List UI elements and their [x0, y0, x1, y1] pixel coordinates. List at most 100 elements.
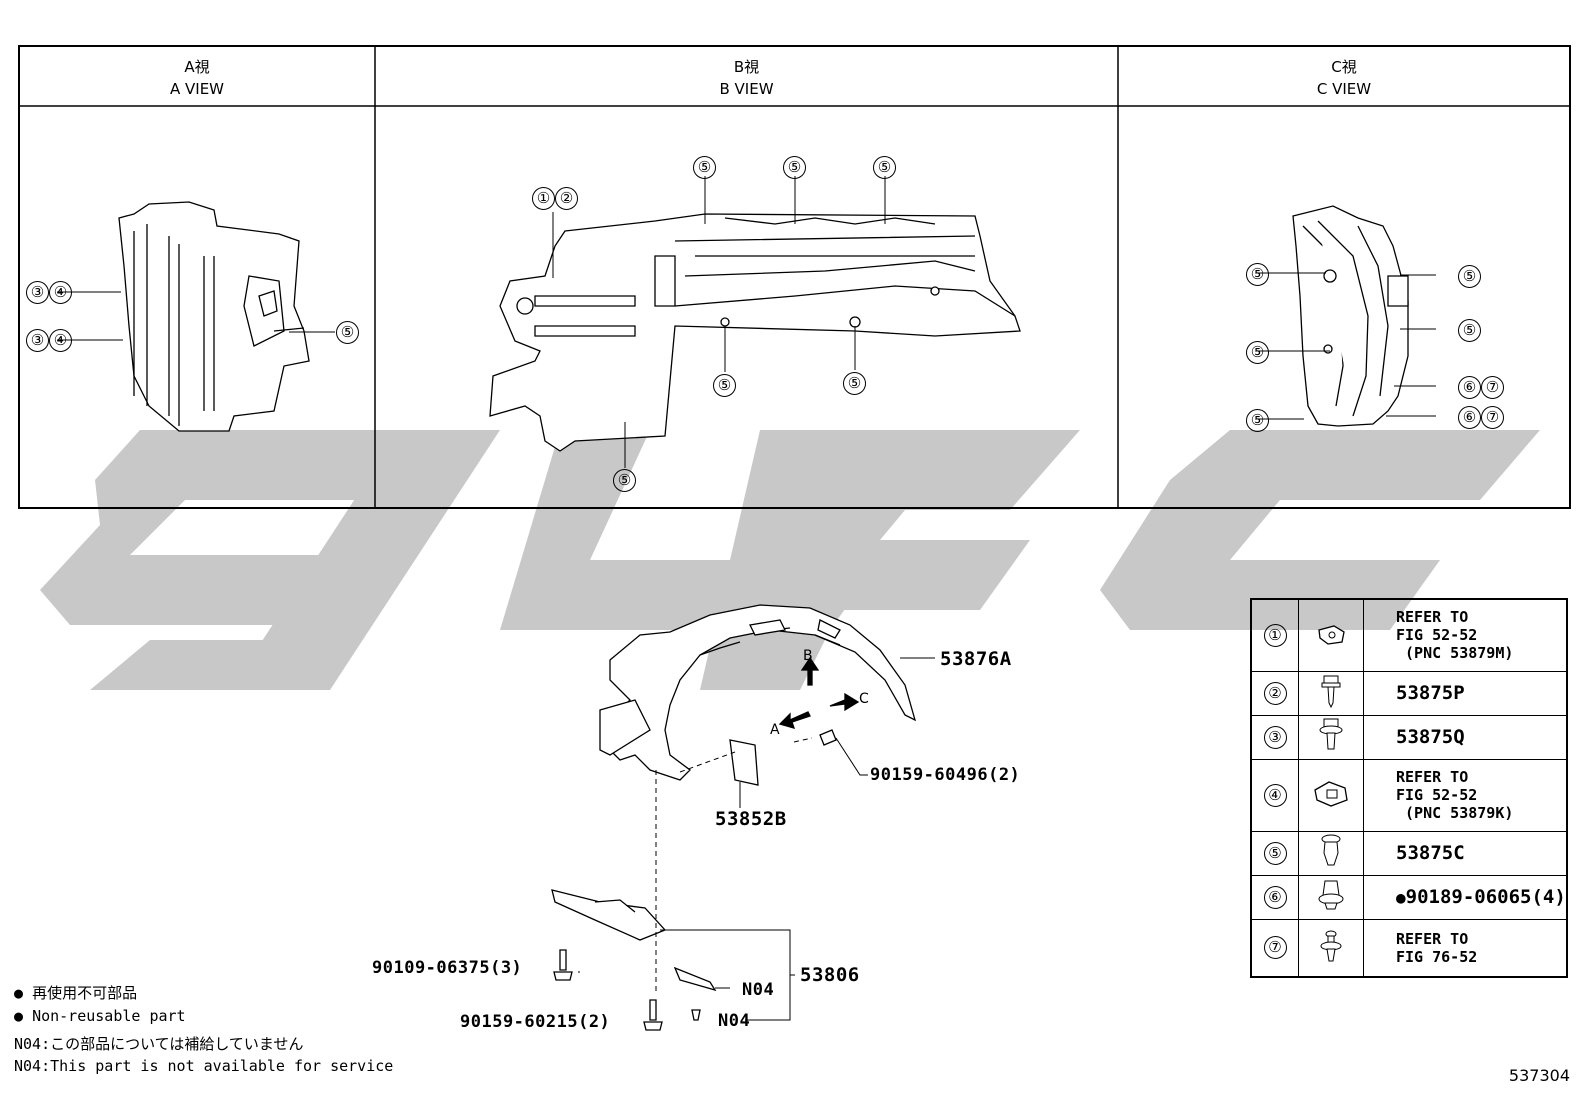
view-c-callout-5-right-1: ⑤ [1458, 265, 1481, 288]
view-a-callout-5: ⑤ [336, 321, 359, 344]
view-b-callout-5-mid-1: ⑤ [713, 374, 736, 397]
view-c-callout-5-left-1: ⑤ [1246, 263, 1269, 286]
callout-1: ① [532, 187, 555, 210]
fastener-legend-table: ① REFER TO FIG 52-52 (PNC 53879M) ② 53875P ③… [1250, 598, 1568, 978]
view-b-callout-5-top-2: ⑤ [783, 156, 806, 179]
part-code-liner: 53876A [940, 648, 1012, 670]
legend-text: REFER TO FIG 52-52 (PNC 53879K) [1363, 758, 1568, 832]
callout-5: ⑤ [873, 156, 896, 179]
part-code-screw-upper: 90159-60496(2) [870, 765, 1021, 785]
legend-text: 53875C [1363, 830, 1568, 876]
grommet-clip-icon [1319, 930, 1343, 968]
legend-icon-cell [1298, 758, 1364, 832]
legend-text: ●90189-06065(4) [1363, 874, 1568, 920]
view-b-callout-5-top-3: ⑤ [873, 156, 896, 179]
legend-number: ① [1250, 598, 1299, 672]
push-clip-icon [1318, 834, 1344, 873]
legend-number-circle: ⑥ [1263, 885, 1287, 909]
figure-id: 537304 [1508, 1066, 1570, 1085]
view-b-en: B VIEW [719, 80, 774, 98]
arrow-label-b: B [803, 648, 813, 664]
legend-number-circle: ③ [1263, 725, 1287, 749]
callout-2: ② [555, 187, 578, 210]
note-text: 再使用不可部品 [32, 984, 138, 1002]
nut-clip-icon [1311, 781, 1351, 814]
callout-5: ⑤ [843, 372, 866, 395]
callout-3: ③ [26, 329, 49, 352]
legend-text: 53875P [1363, 670, 1568, 716]
note-non-reusable-en: ● Non-reusable part [14, 1007, 186, 1025]
note-n04-jp: N04:この部品については補給していません [14, 1035, 304, 1053]
legend-text-value: 53875P [1396, 682, 1465, 704]
part-code-n04-a: N04 [742, 980, 775, 1000]
legend-row: ① REFER TO FIG 52-52 (PNC 53879M) [1250, 598, 1568, 672]
callout-5: ⑤ [613, 469, 636, 492]
main-assembly-drawing [551, 604, 935, 1031]
legend-number-circle: ② [1263, 681, 1287, 705]
legend-number: ② [1250, 670, 1299, 716]
callout-3: ③ [26, 281, 49, 304]
view-a-drawing [57, 201, 335, 432]
legend-row: ③ 53875Q [1250, 714, 1568, 760]
non-reusable-marker: ● [1396, 887, 1406, 907]
note-n04-en: N04:This part is not available for servi… [14, 1057, 394, 1075]
legend-text-value: 90189-06065(4) [1405, 885, 1566, 908]
view-b-jp: B視 [733, 58, 760, 76]
view-c-header: C視 C VIEW [1118, 56, 1570, 100]
view-c-en: C VIEW [1316, 80, 1372, 98]
part-code-seal: 53852B [715, 808, 787, 830]
legend-number: ③ [1250, 714, 1299, 760]
part-code-bolt-lower: 90159-60215(2) [460, 1012, 611, 1032]
callout-5: ⑤ [713, 374, 736, 397]
legend-text: REFER TO FIG 76-52 [1363, 918, 1568, 978]
part-code-shield: 53806 [800, 964, 860, 986]
legend-icon-cell [1298, 874, 1364, 920]
legend-text: 53875Q [1363, 714, 1568, 760]
callout-6: ⑥ [1458, 376, 1481, 399]
arrow-label-a: A [770, 722, 780, 738]
callout-4: ④ [49, 281, 72, 304]
view-a-header: A視 A VIEW [19, 56, 375, 100]
callout-5: ⑤ [1246, 341, 1269, 364]
legend-text-value: REFER TO FIG 52-52 (PNC 53879M) [1396, 608, 1514, 663]
view-b-callout-5-mid-2: ⑤ [843, 372, 866, 395]
views-frame [18, 45, 1571, 509]
legend-icon-cell [1298, 830, 1364, 876]
rivet-clip-icon [1317, 880, 1345, 917]
callout-5: ⑤ [1246, 409, 1269, 432]
screw-icon [1319, 675, 1343, 713]
view-b-callout-5-bottom: ⑤ [613, 469, 636, 492]
legend-text-value: 53875Q [1396, 726, 1465, 748]
note-non-reusable-jp: ● 再使用不可部品 [14, 982, 137, 1003]
callout-5: ⑤ [1246, 263, 1269, 286]
callout-5: ⑤ [336, 321, 359, 344]
view-c-callout-5-right-2: ⑤ [1458, 319, 1481, 342]
arrow-label-c: C [859, 691, 869, 707]
clip-nut-icon [1314, 625, 1348, 652]
legend-text: REFER TO FIG 52-52 (PNC 53879M) [1363, 598, 1568, 672]
view-a-en: A VIEW [169, 80, 225, 98]
view-c-callout-5-left-3: ⑤ [1246, 409, 1269, 432]
part-code-bolt-left: 90109-06375(3) [372, 958, 523, 978]
callout-4: ④ [49, 329, 72, 352]
view-c-jp: C視 [1331, 58, 1357, 76]
legend-icon-cell [1298, 918, 1364, 978]
callout-6: ⑥ [1458, 406, 1481, 429]
legend-number: ⑤ [1250, 830, 1299, 876]
legend-row: ⑥ ●90189-06065(4) [1250, 874, 1568, 920]
legend-row: ② 53875P [1250, 670, 1568, 716]
callout-5: ⑤ [1458, 265, 1481, 288]
legend-row: ⑤ 53875C [1250, 830, 1568, 876]
callout-7: ⑦ [1481, 406, 1504, 429]
part-code-n04-b: N04 [718, 1011, 751, 1031]
legend-number-circle: ⑦ [1263, 936, 1287, 960]
callout-5: ⑤ [693, 156, 716, 179]
legend-row: ⑦ REFER TO FIG 76-52 [1250, 918, 1568, 978]
legend-number-circle: ① [1263, 623, 1287, 647]
legend-text-value: REFER TO FIG 76-52 [1396, 929, 1478, 966]
legend-number-circle: ⑤ [1263, 841, 1287, 865]
